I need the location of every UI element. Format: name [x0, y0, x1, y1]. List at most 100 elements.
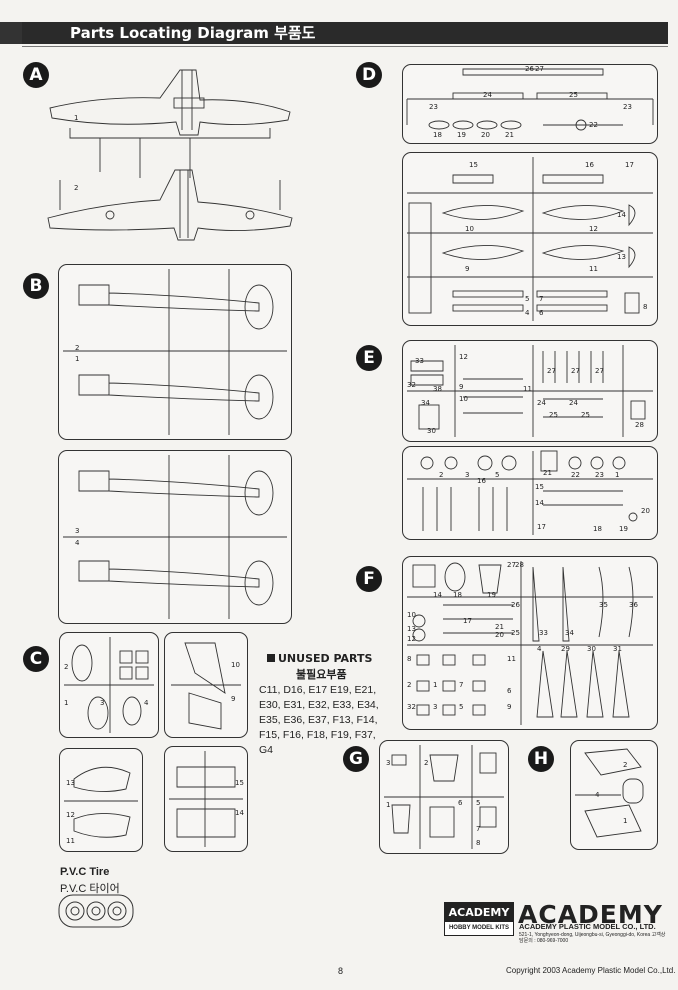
part-number: 1: [433, 681, 438, 689]
part-number: 30: [427, 427, 436, 435]
part-number: 24: [483, 91, 492, 99]
sprue-c-drawing-2: [171, 642, 241, 730]
company-name: ACADEMY PLASTIC MODEL CO., LTD.: [519, 922, 656, 931]
part-number: 21: [495, 623, 504, 631]
part-number: 2: [623, 761, 628, 769]
sprue-c-frame-3: 13 12 11: [59, 748, 143, 852]
part-number: 2: [407, 681, 412, 689]
part-number: 21: [543, 469, 552, 477]
part-number: 1: [615, 471, 620, 479]
part-number: 24: [537, 399, 546, 407]
part-number: 16: [585, 161, 594, 169]
sprue-h-frame: 2 4 1: [570, 740, 658, 850]
part-number: 30: [587, 645, 596, 653]
part-number: 24: [569, 399, 578, 407]
sprue-c-drawing-1: [64, 637, 154, 733]
part-number: 4: [75, 539, 80, 547]
part-number: 18: [453, 591, 462, 599]
part-number: 34: [565, 629, 574, 637]
part-number: 2: [439, 471, 444, 479]
sprue-h-drawing: [575, 748, 644, 838]
part-number: 18: [593, 525, 602, 533]
part-number: 1: [623, 817, 628, 825]
sprue-e-drawing-1: [407, 345, 653, 437]
part-number: 6: [458, 799, 463, 807]
part-number: 19: [457, 131, 466, 139]
part-number: 14: [617, 211, 626, 219]
part-number: 16: [477, 477, 486, 485]
part-number: 19: [619, 525, 628, 533]
part-number: 27: [507, 561, 516, 569]
section-badge-a: A: [23, 62, 49, 88]
part-number: 28: [635, 421, 644, 429]
part-number: 4: [144, 699, 149, 707]
part-number: 9: [231, 695, 236, 703]
part-number: 7: [539, 295, 544, 303]
part-number: 32: [407, 381, 416, 389]
part-number: 4: [525, 309, 530, 317]
part-number: 7: [476, 825, 481, 833]
pvc-tire-title: P.V.C Tire: [60, 866, 110, 878]
part-number: 17: [625, 161, 634, 169]
sprue-c-drawing-3: [64, 766, 138, 838]
part-number: 17: [537, 523, 546, 531]
part-number: 1: [64, 699, 69, 707]
sprue-a-drawing: [47, 69, 293, 241]
part-number: 10: [231, 661, 240, 669]
part-number: 38: [433, 385, 442, 393]
part-number: 33: [539, 629, 548, 637]
part-number: 3: [75, 527, 80, 535]
part-number: 31: [613, 645, 622, 653]
part-number: 5: [525, 295, 530, 303]
part-number: 8: [643, 303, 648, 311]
part-number: 26: [525, 65, 534, 73]
pvc-tire-sprue: [58, 894, 134, 928]
section-badge-b: B: [23, 273, 49, 299]
section-badge-g: G: [343, 746, 369, 772]
sprue-e-frame-1: 33 12 32 38 9 10 11 34 30 27 27 27 28 24…: [402, 340, 658, 442]
part-number: 14: [235, 809, 244, 817]
sprue-a: 1 2: [40, 60, 298, 250]
academy-hobby-badge: ACADEMY HOBBY MODEL KITS: [444, 902, 514, 936]
sprue-d-drawing-2: [407, 157, 653, 321]
sprue-c-frame-4: 15 14: [164, 746, 248, 852]
part-number: 22: [589, 121, 598, 129]
part-number: 25: [549, 411, 558, 419]
part-number: 2: [74, 184, 79, 192]
sprue-b-drawing-1: [63, 269, 287, 435]
part-number: 7: [459, 681, 464, 689]
sprue-g-drawing: [384, 745, 504, 849]
company-address: 521-1, Yonghyeon-dong, Uijeongbu-si, Gye…: [519, 932, 666, 944]
badge-bottom-text: HOBBY MODEL KITS: [448, 925, 510, 931]
part-number: 27: [535, 65, 544, 73]
part-number: 14: [535, 499, 544, 507]
part-number: 20: [481, 131, 490, 139]
sprue-c-drawing-4: [169, 751, 243, 847]
part-number: 20: [641, 507, 650, 515]
part-number: 11: [589, 265, 598, 273]
section-badge-c: C: [23, 646, 49, 672]
part-number: 15: [235, 779, 244, 787]
part-number: 11: [507, 655, 516, 663]
part-number: 18: [433, 131, 442, 139]
part-number: 34: [421, 399, 430, 407]
part-number: 28: [515, 561, 524, 569]
part-number: 23: [429, 103, 438, 111]
part-number: 5: [495, 471, 500, 479]
part-number: 10: [459, 395, 468, 403]
part-number: 26: [511, 601, 520, 609]
part-number: 25: [569, 91, 578, 99]
part-number: 22: [571, 471, 580, 479]
part-number: 14: [433, 591, 442, 599]
sprue-e-drawing-2: [407, 450, 653, 535]
part-number: 25: [581, 411, 590, 419]
part-number: 12: [66, 811, 75, 819]
part-number: 27: [547, 367, 556, 375]
part-number: 6: [539, 309, 544, 317]
part-number: 1: [74, 114, 79, 122]
part-number: 21: [505, 131, 514, 139]
part-number: 2: [64, 663, 69, 671]
part-number: 2: [75, 344, 80, 352]
part-number: 9: [459, 383, 464, 391]
part-number: 11: [66, 837, 75, 845]
